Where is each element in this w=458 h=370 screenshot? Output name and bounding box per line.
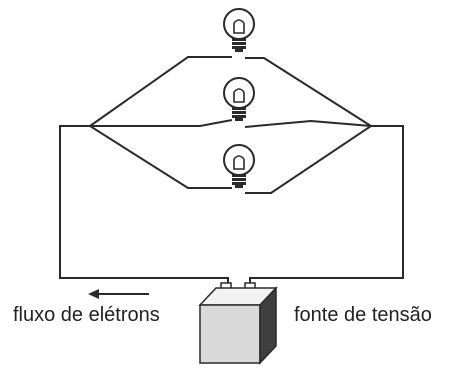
electron-flow-arrow-icon	[88, 289, 149, 299]
parallel-branch-wires	[89, 56, 372, 194]
bulb-icon	[223, 8, 255, 53]
bulb-icon	[223, 144, 255, 189]
bulb-icon	[223, 77, 255, 122]
voltage-source-battery	[198, 282, 278, 365]
outer-circuit-wires	[59, 125, 404, 286]
voltage-source-label: fonte de tensão	[294, 304, 432, 326]
electron-flow-label: fluxo de elétrons	[13, 304, 160, 326]
